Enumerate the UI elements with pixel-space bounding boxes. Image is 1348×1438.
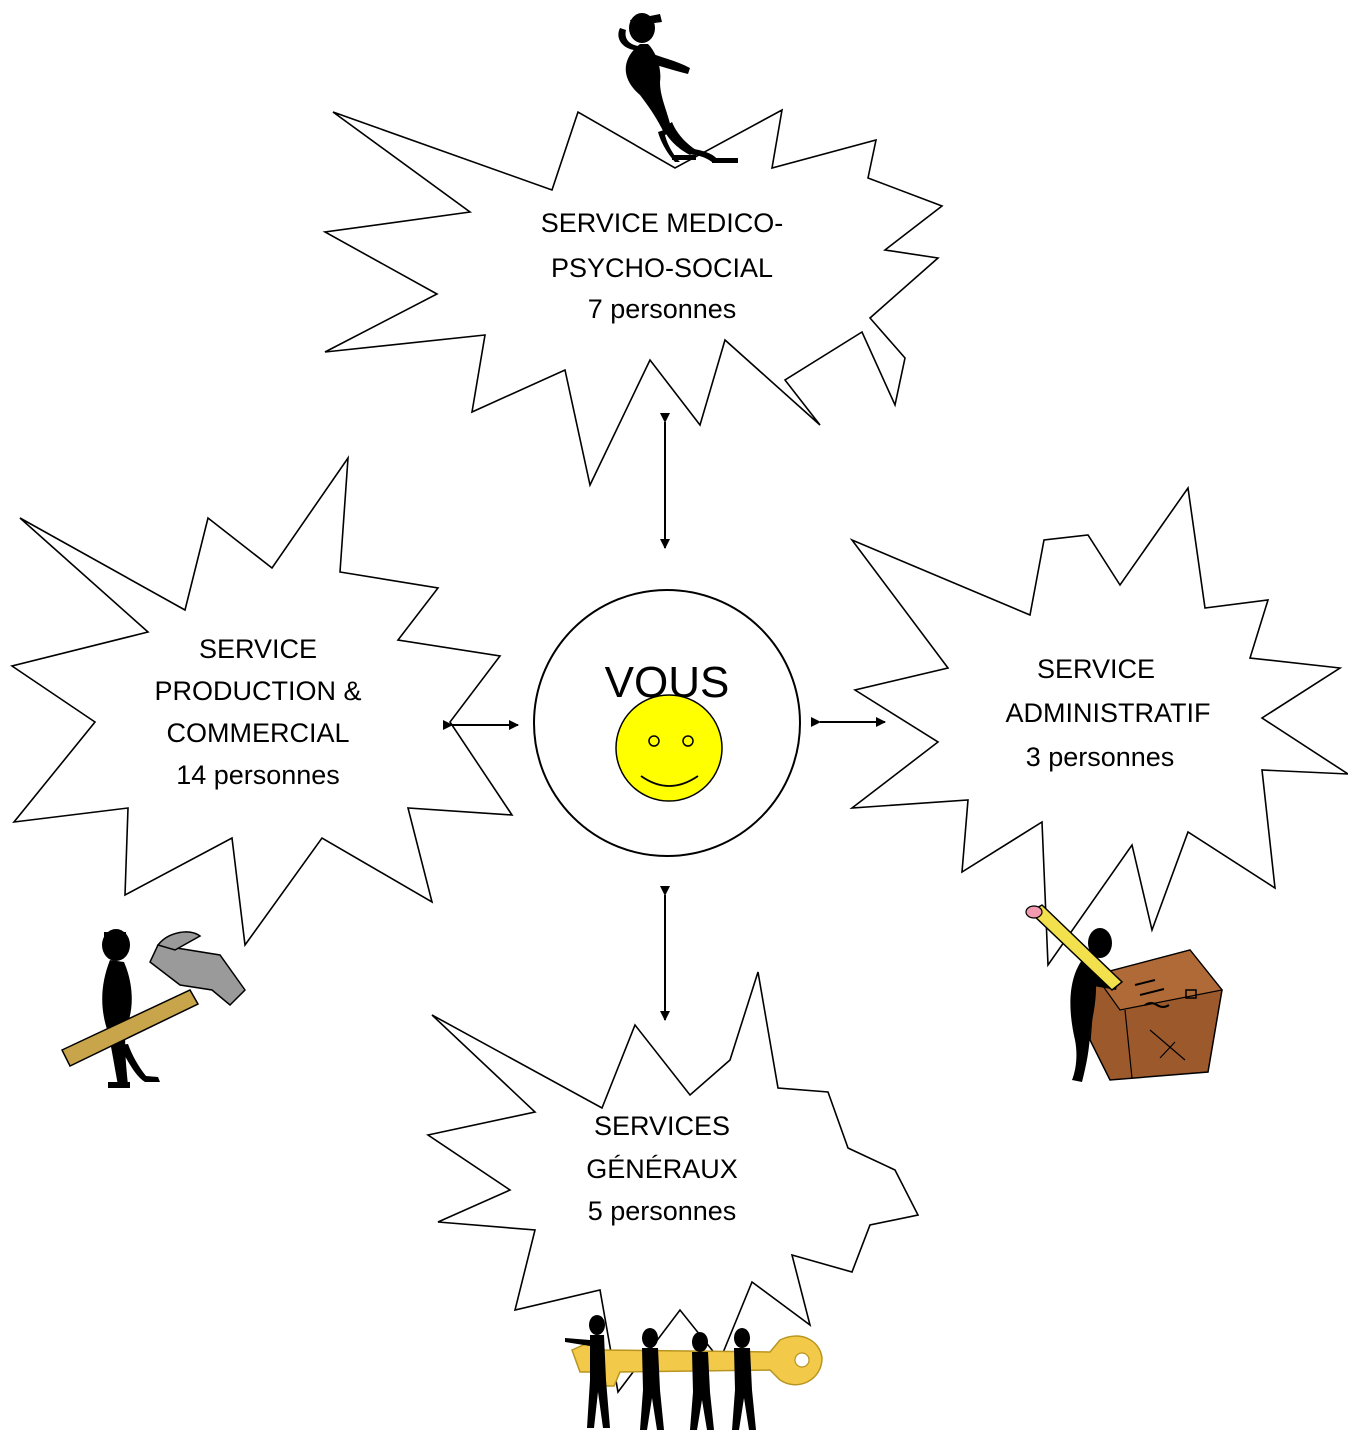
bottom-line-3: 5 personnes (588, 1196, 737, 1226)
right-line-1: SERVICE (1037, 654, 1155, 684)
right-line-2: ADMINISTRATIF (1006, 698, 1211, 728)
person-writing-with-pencil-icon (1025, 904, 1224, 1082)
burst-shape-top (322, 108, 944, 488)
left-line-2: PRODUCTION & (154, 676, 361, 706)
top-line-1: SERVICE MEDICO- (541, 208, 784, 238)
top-line-3: 7 personnes (588, 294, 737, 324)
service-administratif-burst: SERVICE ADMINISTRATIF 3 personnes (849, 485, 1348, 968)
left-line-1: SERVICE (199, 634, 317, 664)
bottom-line-1: SERVICES (594, 1111, 730, 1141)
burst-shape-left (10, 455, 514, 948)
service-production-commercial-burst: SERVICE PRODUCTION & COMMERCIAL 14 perso… (10, 455, 514, 948)
services-generaux-burst: SERVICES GÉNÉRAUX 5 personnes (425, 971, 920, 1394)
burst-shape-bottom (425, 971, 920, 1394)
person-with-hammer-icon (60, 929, 246, 1088)
left-line-3: COMMERCIAL (166, 718, 349, 748)
smiley-face-icon (615, 694, 723, 802)
burst-shape-right (849, 485, 1348, 968)
left-line-4: 14 personnes (176, 760, 340, 790)
people-carrying-key-icon (565, 1315, 823, 1430)
center-you: VOUS (533, 589, 801, 857)
service-medico-psycho-social-burst: SERVICE MEDICO- PSYCHO-SOCIAL 7 personne… (322, 108, 944, 488)
bottom-line-2: GÉNÉRAUX (586, 1154, 738, 1184)
top-line-2: PSYCHO-SOCIAL (551, 253, 773, 283)
right-line-3: 3 personnes (1026, 742, 1175, 772)
listening-person-icon (618, 13, 738, 163)
